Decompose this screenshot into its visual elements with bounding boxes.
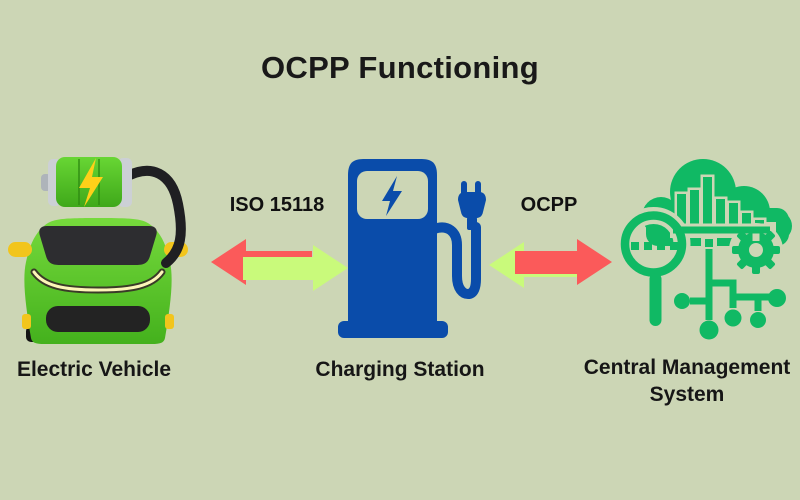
gear-icon	[729, 223, 783, 277]
node-label-electric-vehicle: Electric Vehicle	[16, 358, 172, 381]
pump-cable	[429, 222, 481, 300]
plug-body	[458, 192, 486, 218]
car-windshield	[39, 226, 157, 265]
car-mirror-left	[8, 242, 32, 257]
magnifier-icon	[616, 207, 691, 326]
bidirectional-arrows-ev-cs	[211, 239, 348, 291]
pump-bolt-icon	[382, 176, 402, 216]
arrow-right-red	[515, 239, 612, 285]
link-label-iso15118: ISO 15118	[229, 194, 325, 216]
link-label-ocpp: OCPP	[520, 194, 578, 216]
plug-icon	[458, 181, 486, 230]
battery-icon	[41, 157, 132, 207]
plug-stem	[467, 217, 477, 230]
car-foglight-right	[165, 314, 174, 329]
car-foglight-left	[22, 314, 31, 329]
node-label-central-management-system: Central Management System	[583, 356, 791, 406]
ev-charging-pump-icon	[338, 159, 486, 338]
bidirectional-arrows-cs-cms	[489, 239, 612, 288]
ev-car-with-battery-icon	[8, 157, 188, 344]
battery-cable	[119, 165, 186, 268]
circuit-nodes-icon	[674, 235, 786, 340]
arrow-right-green	[243, 245, 348, 291]
pump-base	[338, 321, 448, 338]
cloud-analytics-icon	[616, 159, 792, 340]
chart-baseline	[673, 226, 770, 234]
node-label-charging-station: Charging Station	[315, 358, 485, 381]
battery-bolt-icon	[79, 158, 103, 207]
magnifier-dashes	[631, 242, 678, 250]
page-title: OCPP Functioning	[260, 50, 540, 85]
car-grille	[46, 306, 150, 332]
car-light-strip	[32, 270, 164, 292]
bar-chart-icon	[677, 177, 764, 224]
